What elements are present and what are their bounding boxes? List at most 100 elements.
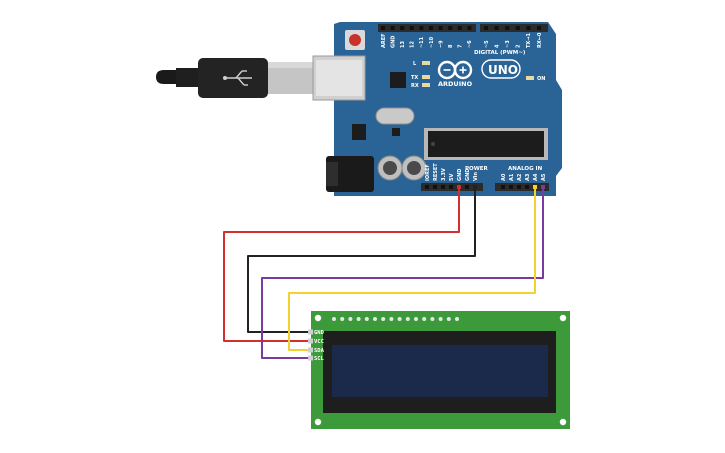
lcd-top-pin [389,317,394,321]
lcd-top-pin [446,317,451,321]
digital-pin-label: 4 [494,44,500,48]
lcd-top-pin [332,317,336,321]
digital-pin-holes[interactable] [381,26,541,30]
power-pin-label: IOREF [425,164,431,181]
wire-pin-endpoints [457,185,545,189]
reset-button-cap[interactable] [349,34,361,46]
digital-pin-hole[interactable] [438,26,443,30]
digital-pin-hole[interactable] [419,26,424,30]
digital-pin-hole[interactable] [409,26,414,30]
analog-pin-hole[interactable] [525,185,529,189]
digital-pin-label: ~9 [438,40,444,48]
digital-pin-hole[interactable] [448,26,453,30]
digital-pin-hole[interactable] [400,26,405,30]
lcd-pin-scl[interactable] [308,355,313,361]
lcd-pin-label: SDA [314,348,325,354]
digital-pin-hole[interactable] [381,26,385,30]
digital-pin-hole[interactable] [526,26,531,30]
lcd-pin-gnd[interactable] [308,329,313,335]
status-leds [422,61,534,87]
analog-header [495,183,549,191]
power-pin-label: Vin [473,172,479,181]
usb-cable[interactable] [156,58,314,98]
analog-pin-label: A0 [501,173,507,181]
digital-pin-label: 12 [410,41,416,48]
atmega-notch [431,142,435,146]
led-label-l: L [413,61,417,67]
led-label-rx: RX [411,83,419,89]
digital-pin-label: AREF [381,33,387,48]
analog-pin-hole[interactable] [517,185,521,189]
digital-pin-hole[interactable] [429,26,433,30]
analog-pin-hole[interactable] [509,185,513,189]
digital-pin-hole[interactable] [390,26,395,30]
lcd-top-pin [414,317,418,321]
lcd-top-pin [381,317,386,321]
wire-a4-to-sda[interactable] [288,188,536,351]
lcd-top-pin [356,317,361,321]
analog-header-label: ANALOG IN [508,166,543,172]
crystal-oscillator [375,107,415,125]
lcd-pin-label: GND [314,330,325,336]
wires[interactable] [223,188,544,359]
digital-pin-hole[interactable] [494,26,499,30]
power-pin-hole[interactable] [441,185,445,189]
led-label-tx: TX [411,75,418,81]
digital-pin-hole[interactable] [515,26,520,30]
digital-pin-label: 2 [516,44,522,48]
analog-pin-label: A4 [533,173,539,181]
lcd-top-pin [422,317,427,321]
digital-pin-label: ~10 [429,36,435,48]
digital-pin-hole[interactable] [467,26,472,30]
lcd-top-pin [364,317,369,321]
power-pin-hole[interactable] [433,185,437,189]
digital-pin-label: ~11 [419,36,425,48]
wire-a5-to-scl[interactable] [261,188,544,359]
digital-pin-label: ~6 [467,40,473,48]
digital-pin-label: TX→1 [526,33,532,48]
model-label: UNO [488,63,518,77]
digital-pin-hole[interactable] [457,26,462,30]
analog-pin-hole[interactable] [501,185,505,189]
power-pin-hole[interactable] [425,185,429,189]
digital-pin-label: RX←0 [537,32,543,48]
lcd-top-pin [455,317,459,321]
lcd-top-pin [373,317,377,321]
lcd-pin-label: VCC [314,339,324,345]
lcd-pin-vcc[interactable] [308,338,313,344]
usb-logo-dot [223,76,227,80]
digital-pin-hole[interactable] [505,26,510,30]
lcd-top-pin-row [332,317,459,321]
usb-logo-icon [226,70,252,86]
lcd-top-pin [438,317,443,321]
wire-gnd-to-gnd[interactable] [247,188,476,333]
regulator [352,124,366,140]
digital-pin-hole[interactable] [537,26,541,30]
digital-pin-label: 13 [400,41,406,48]
power-pin-label: GND [465,169,471,181]
logo-minus-plus-icon [443,66,467,74]
power-pin-hole[interactable] [465,185,469,189]
lcd-pin-sda[interactable] [308,347,313,353]
arduino-infinity-logo-icon [437,60,473,80]
uno-badge [481,59,521,79]
power-jack-face [326,162,338,186]
digital-pin-label: ~5 [484,40,490,48]
wire-5v-to-vcc[interactable] [223,188,460,342]
power-pin-label: RESET [433,163,439,181]
digital-pin-label: ~3 [505,40,511,48]
power-pin-label: 5V [449,174,455,181]
power-pin-hole[interactable] [449,185,453,189]
usb-chip [390,72,406,88]
digital-pin-label: GND [390,36,396,48]
lcd-top-pin [405,317,410,321]
usb-cable-end [156,70,178,84]
digital-header-label: DIGITAL (PWM~) [474,50,526,56]
digital-pin-hole[interactable] [484,26,488,30]
analog-pin-label: A2 [517,173,523,181]
